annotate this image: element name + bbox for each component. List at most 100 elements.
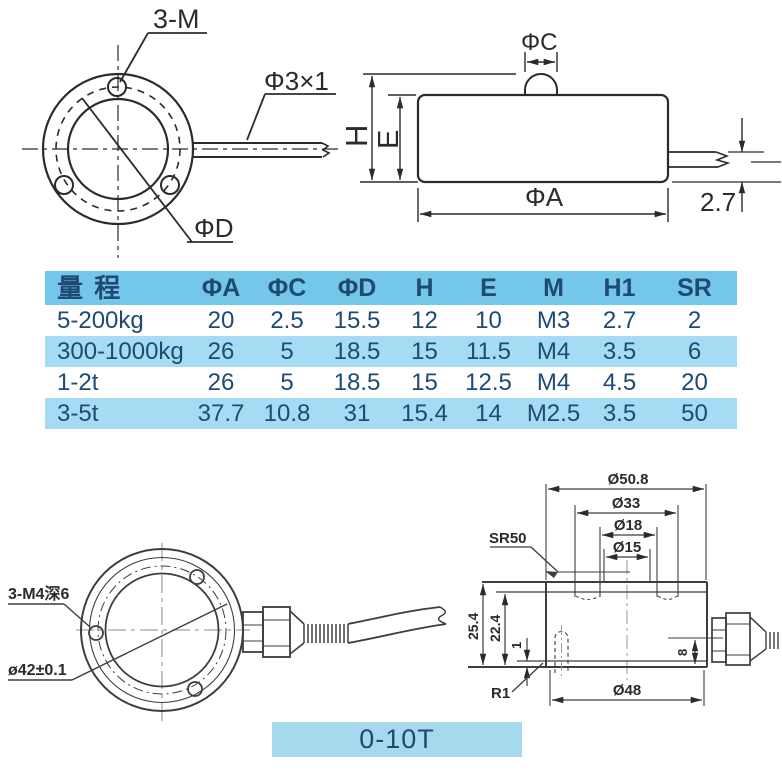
value-cell: 20 (207, 306, 235, 334)
mounting-hole (160, 175, 180, 195)
body-dia-label: ΦA (525, 182, 564, 212)
value-cell: 12.5 (465, 368, 512, 396)
value-cell: 5 (280, 368, 294, 396)
gland-body (725, 612, 751, 666)
height-label: H (339, 125, 374, 147)
gland-nut (711, 617, 727, 663)
body-height-label: E (373, 130, 405, 149)
value-cell: 3.5 (602, 337, 637, 365)
thread-label: 3-M (153, 4, 200, 34)
value-cell: 50 (681, 399, 708, 427)
range-cell: 300-1000kg (57, 337, 184, 365)
value-cell: M4 (536, 337, 571, 365)
value-cell: 5 (280, 337, 294, 365)
housing-inner-circle (104, 572, 220, 688)
table-row: 3-5t 37.7 10.8 31 15.4 14 M2.5 3.5 50 (45, 398, 737, 429)
cable-top-line (347, 606, 441, 625)
table-row: 1-2t 26 5 18.5 15 12.5 M4 4.5 20 (45, 367, 737, 398)
thread-leader-line (63, 603, 91, 628)
value-cell: 4.5 (602, 368, 637, 396)
groove-bottom (575, 595, 600, 600)
spec-table-header-row: 量 程 ΦA ΦC ΦD H E M H1 SR (45, 271, 737, 305)
table-row: 300-1000kg 26 5 18.5 15 11.5 M4 3.5 6 (45, 336, 737, 367)
value-cell: 2 (687, 306, 702, 334)
groove-inner-dia-label: Ø18 (614, 517, 642, 534)
column-header: H1 (603, 273, 636, 302)
value-cell: 31 (343, 399, 371, 427)
value-cell: 15 (411, 368, 438, 396)
value-cell: 18.5 (333, 337, 381, 365)
total-height-label: 25.4 (465, 613, 481, 640)
flange-inner-circle (66, 97, 170, 201)
side-view: ΦC H E ΦA 2.7 (339, 29, 781, 222)
bolt-circle (97, 565, 227, 695)
range-cell: 3-5t (57, 399, 99, 427)
fillet-leader-line (511, 662, 544, 693)
value-cell: M3 (536, 306, 571, 334)
column-header: ΦD (337, 273, 377, 302)
spec-table: 量 程 ΦA ΦC ΦD H E M H1 SR 5-200kg 20 2.5 … (45, 271, 737, 429)
value-cell: 12 (411, 306, 438, 334)
groove-bottom (657, 595, 678, 600)
value-cell: 10 (475, 306, 502, 334)
capacity-badge-label: 0-10T (359, 724, 435, 754)
threaded-hole (189, 569, 205, 585)
column-header: E (480, 273, 497, 302)
body-outline (416, 93, 670, 184)
leader-arrowhead (545, 571, 558, 578)
value-cell: 26 (207, 368, 235, 396)
cable-thickness-label: 2.7 (700, 187, 736, 217)
bolt-circle-dia-label: ø42±0.1 (8, 662, 67, 679)
value-cell: 15.4 (401, 399, 448, 427)
value-cell: 3.5 (602, 399, 637, 427)
cable-leader-line (246, 93, 266, 141)
value-cell: 20 (681, 368, 708, 396)
thread-spec-label: 3-M4深6 (8, 584, 69, 603)
gland-taper (289, 642, 305, 655)
value-cell: 26 (207, 337, 235, 365)
cable-break-symbol (321, 142, 331, 158)
range-cell: 5-200kg (57, 306, 144, 334)
gland-body (262, 606, 291, 658)
column-header-range: 量 程 (57, 273, 123, 303)
value-cell: 18.5 (333, 368, 381, 396)
inner-height-label: 22.4 (487, 615, 503, 642)
groove-outer-dia-label: Ø33 (612, 495, 640, 512)
bolt-circle-dia-label: ΦD (194, 213, 234, 243)
column-header: M (543, 273, 564, 302)
boss-dia-label: Ø15 (613, 539, 641, 556)
front-view: 3-M Φ3×1 ΦD (22, 4, 338, 258)
cable-bottom-line (347, 623, 447, 644)
gland-taper (749, 616, 767, 633)
mounting-hole (54, 175, 74, 195)
mounting-hole (107, 77, 127, 97)
bolt-circle-leader-line (71, 603, 228, 681)
column-header: SR (677, 273, 712, 302)
value-cell: 15.5 (333, 306, 381, 334)
flange-outer-circle (41, 72, 195, 226)
table-row: 5-200kg 20 2.5 15.5 12 10 M3 2.7 2 (45, 305, 737, 336)
value-cell: 37.7 (197, 399, 245, 427)
column-header: ΦC (267, 273, 307, 302)
gland-taper (749, 648, 767, 662)
section-view: Ø50.8 Ø33 Ø18 Ø15 SR50 25.4 22.4 1 R1 Ø4… (465, 471, 779, 706)
value-cell: M2.5 (526, 399, 581, 427)
value-cell: M4 (536, 368, 571, 396)
range-cell: 1-2t (57, 368, 99, 396)
value-cell: 14 (475, 399, 502, 427)
strain-relief-ribs (765, 632, 779, 649)
cap-dia-label: ΦC (521, 29, 557, 56)
step-height-label: 1 (509, 642, 524, 649)
bottom-front-view: 3-M4深6 ø42±0.1 (8, 543, 447, 722)
sphere-leader-line (530, 546, 559, 573)
value-cell: 15 (411, 337, 438, 365)
cable-offset-label: 8 (675, 649, 690, 656)
column-header: ΦA (201, 273, 241, 302)
cable-size-label: Φ3×1 (264, 66, 329, 96)
cable-break-symbol (437, 606, 447, 625)
sphere-radius-label: SR50 (489, 530, 527, 547)
value-cell: 11.5 (466, 337, 511, 365)
gland-taper (289, 610, 305, 625)
